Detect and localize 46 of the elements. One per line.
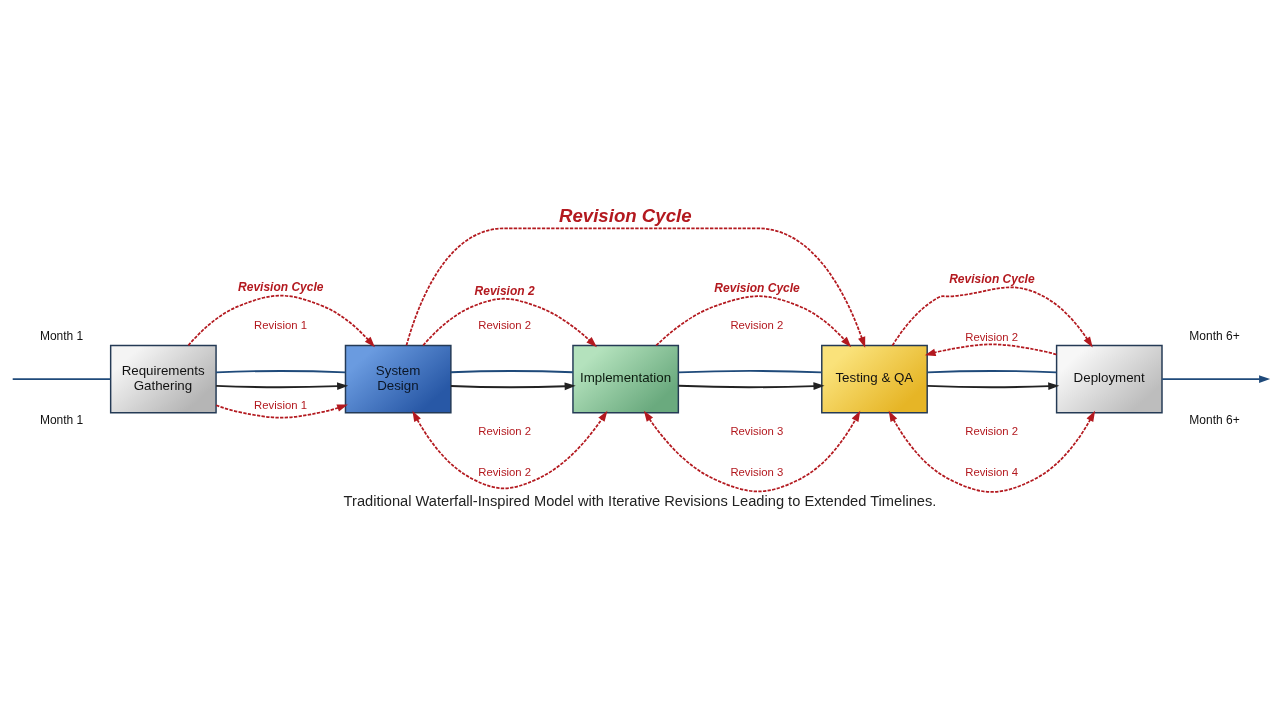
node-box: Requirements Gathering <box>109 344 217 414</box>
arrow <box>405 227 866 348</box>
label: Month 6+ <box>1189 412 1240 427</box>
arrow <box>450 381 576 390</box>
arrow <box>412 410 608 489</box>
connector <box>215 369 347 373</box>
connector <box>677 369 823 373</box>
node-box: Implementation <box>572 344 680 414</box>
arrow <box>422 297 597 347</box>
arrow <box>215 403 348 419</box>
edge-label: Revision 3 <box>730 465 784 478</box>
arrow <box>677 381 825 390</box>
connector <box>450 369 574 373</box>
label: Revision 2 <box>478 318 532 331</box>
label: Revision 2 <box>730 318 784 331</box>
node-box: Testing & QA <box>821 344 928 414</box>
arrow <box>655 294 852 347</box>
connector <box>11 377 112 380</box>
arrow <box>926 381 1060 390</box>
label: Revision 1 <box>254 318 307 331</box>
label: Month 1 <box>39 412 84 427</box>
edge-label: Revision 2 <box>478 465 532 478</box>
edge-label: Revision Cycle <box>714 280 800 295</box>
edge-label: Revision Cycle <box>949 271 1035 286</box>
edge-label: Revision 1 <box>254 398 307 411</box>
arrow <box>891 286 1093 348</box>
arrow <box>215 381 349 390</box>
caption: Traditional Waterfall-Inspired Model with Iterative Revisions Leading to Extended Timelines. <box>343 492 937 509</box>
label: Month 1 <box>39 328 84 343</box>
label: Revision 3 <box>730 424 784 437</box>
node-box: System Design <box>344 344 452 414</box>
label: Revision 2 <box>478 424 532 437</box>
node-box: Deployment <box>1055 344 1163 414</box>
connector <box>926 369 1058 373</box>
label: Revision 2 <box>965 424 1019 437</box>
arrow <box>924 343 1058 356</box>
label: Month 6+ <box>1189 328 1240 343</box>
arrow <box>888 410 1096 493</box>
arrow <box>187 294 375 347</box>
arrow <box>1161 374 1271 383</box>
edge-label: Revision 2 <box>474 283 535 298</box>
edge-label: Revision Cycle <box>558 204 692 226</box>
edge-label: Revision 2 <box>965 330 1019 343</box>
edge-label: Revision Cycle <box>238 279 324 294</box>
arrow <box>643 410 861 492</box>
edge-label: Revision 4 <box>965 465 1019 478</box>
